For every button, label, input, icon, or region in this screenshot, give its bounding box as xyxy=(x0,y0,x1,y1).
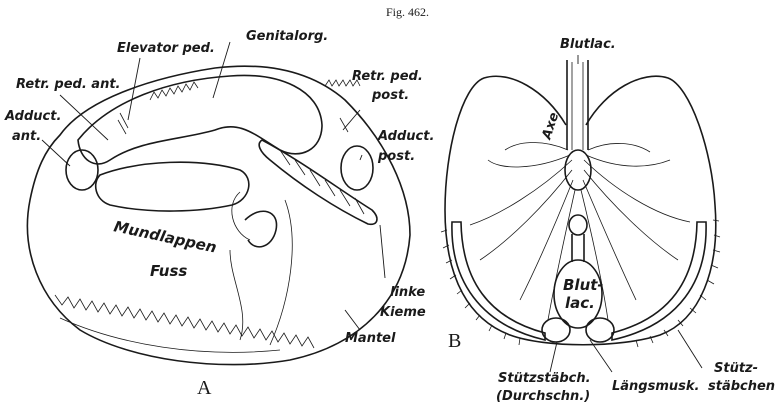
adductor-posterior xyxy=(341,146,373,190)
label-adduct-post-1: Adduct. xyxy=(377,129,434,144)
adductor-anterior xyxy=(66,150,98,190)
label-adduct-ant-1: Adduct. xyxy=(4,109,61,124)
panel-label-a: A xyxy=(197,377,212,399)
mantle-edge-teeth xyxy=(55,295,314,348)
muscle-bundle-left xyxy=(542,318,570,342)
label-stuetz-left-2: (Durchschn.) xyxy=(496,389,590,403)
label-mantel: Mantel xyxy=(345,331,396,346)
figure-number: Fig. 462. xyxy=(386,5,429,19)
label-retr-ped-ant: Retr. ped. ant. xyxy=(16,77,121,92)
central-vessel xyxy=(567,60,588,150)
label-stuetz-right-2: stäbchen xyxy=(708,379,775,394)
label-blutlac-2: lac. xyxy=(565,294,595,312)
upper-lacuna xyxy=(565,150,591,190)
label-blutlac-1: Blut- xyxy=(563,276,604,294)
label-stuetz-right-1: Stütz- xyxy=(714,361,758,376)
label-genitalorg: Genitalorg. xyxy=(246,29,328,44)
label-adduct-post-2: post. xyxy=(377,149,415,164)
support-rod-left xyxy=(452,222,545,340)
foot xyxy=(96,162,249,211)
label-fuss: Fuss xyxy=(150,262,187,280)
panel-label-b: B xyxy=(448,330,461,352)
label-elevator-ped: Elevator ped. xyxy=(117,41,215,56)
mouth-palp xyxy=(245,211,277,247)
label-kieme-1: linke xyxy=(390,285,425,300)
label-adduct-ant-2: ant. xyxy=(12,129,41,144)
label-retr-ped-post-2: post. xyxy=(371,88,409,103)
label-axe: Axe xyxy=(539,110,562,142)
label-mundlappen: Mundlappen xyxy=(112,217,218,256)
support-rod-right xyxy=(612,222,706,340)
label-blutlac-top: Blutlac. xyxy=(560,37,616,52)
label-laengsmusk: Längsmusk. xyxy=(612,379,699,394)
label-kieme-2: Kieme xyxy=(380,305,426,320)
muscle-bundle-right xyxy=(586,318,614,342)
label-retr-ped-post-1: Retr. ped. xyxy=(352,69,423,84)
panel-a-mussel: Genitalorg. Elevator ped. Retr. ped. ant… xyxy=(4,29,434,399)
label-stuetz-left-1: Stützstäbch. xyxy=(498,371,591,386)
panel-b-section: Blutlac. Axe Blut- lac. B Stützstäbch. (… xyxy=(441,37,775,403)
